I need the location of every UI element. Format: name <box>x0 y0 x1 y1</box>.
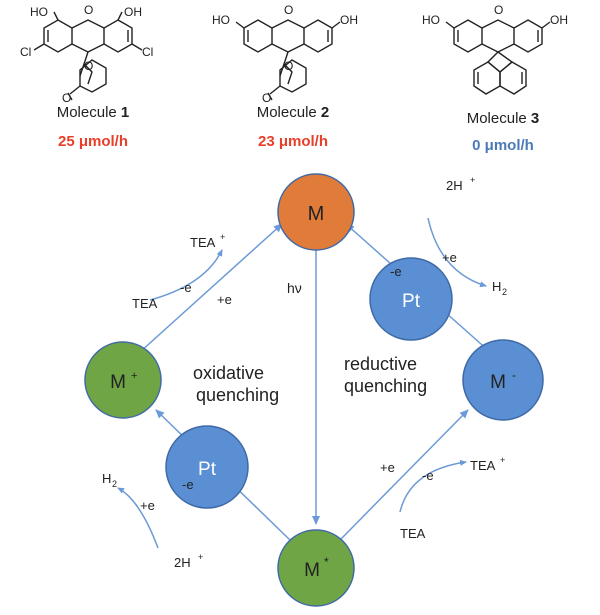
hv-label: hν <box>287 280 302 296</box>
minus-e-bottom-left: -e <box>182 477 194 492</box>
node-m-star-label: M <box>304 560 320 581</box>
arrow-tea-oxidation-right <box>399 459 467 513</box>
tea-plus-top-left: TEA <box>190 235 216 250</box>
mol1-ho: HO <box>30 5 48 19</box>
minus-e-top-left: -e <box>180 280 192 295</box>
minus-e-top-right: -e <box>390 264 402 279</box>
arrow-tea-oxidation-left <box>149 249 223 301</box>
node-pt-right: Pt <box>369 257 453 341</box>
mol1-oh: OH <box>124 5 142 19</box>
tea-plus-bottom-right: TEA <box>470 458 496 473</box>
plus-e-top-right: +e <box>442 250 457 265</box>
molecule-1-caption: Molecule 1 <box>13 104 173 121</box>
molecule-2-word: Molecule <box>256 104 317 121</box>
h2-top-right: H <box>492 279 501 294</box>
mol1-cl-right: Cl <box>142 45 153 59</box>
oxidative-label-1: oxidative <box>193 363 264 383</box>
molecule-3-caption: Molecule 3 <box>423 110 583 127</box>
mol3-ho: HO <box>422 13 440 27</box>
node-m-plus: M + <box>84 341 162 419</box>
mol2-carbonyl-o: O <box>262 91 271 105</box>
molecule-1-rate: 25 μmol/h <box>57 133 129 150</box>
node-pt-left-label: Pt <box>198 459 217 480</box>
molecule-1-number: 1 <box>120 104 130 121</box>
mol2-oh: OH <box>340 13 358 27</box>
molecule-3-word: Molecule <box>466 110 527 127</box>
node-m-minus-sup: - <box>512 368 516 382</box>
molecule-2-structure <box>235 19 341 101</box>
node-m-star: M * <box>277 529 355 607</box>
mol1-ring-o: O <box>84 59 93 73</box>
arrow-mplus-to-m <box>139 223 283 353</box>
plus-e-top-left: +e <box>217 292 232 307</box>
reductive-label-1: reductive <box>344 354 417 374</box>
mol2-ring-o: O <box>284 59 293 73</box>
molecule-2-caption: Molecule 2 <box>213 104 373 121</box>
node-m-plus-label: M <box>110 372 126 393</box>
node-m-minus-label: M <box>490 372 506 393</box>
mol3-bridge-o: O <box>494 3 503 17</box>
molecule-2-number: 2 <box>320 104 330 121</box>
tea-bottom-right: TEA <box>400 526 426 541</box>
reductive-label-2: quenching <box>344 376 427 396</box>
plus-e-bottom-right: +e <box>380 460 395 475</box>
mol1-cl-left: Cl <box>20 45 31 59</box>
molecule-1-structure <box>33 11 143 101</box>
two-h-plus-bottom-left: 2H <box>174 555 191 570</box>
molecule-3-rate: 0 μmol/h <box>472 137 534 154</box>
molecule-3-structure <box>445 19 551 95</box>
tea-plus-bottom-right-sup: + <box>500 455 505 465</box>
oxidative-label-2: quenching <box>196 385 279 405</box>
two-h-plus-top-right-sup: + <box>470 175 475 185</box>
node-m-label: M <box>308 203 325 225</box>
node-m-minus: M - <box>462 339 544 421</box>
mol3-oh: OH <box>550 13 568 27</box>
mol2-bridge-o: O <box>284 3 293 17</box>
arrow-h2-evolution-left <box>117 487 159 549</box>
two-h-plus-top-right: 2H <box>446 178 463 193</box>
molecule-2-rate: 23 μmol/h <box>257 133 329 150</box>
node-m: M <box>277 173 355 251</box>
molecule-1-word: Molecule <box>56 104 117 121</box>
h2-top-right-sub: 2 <box>502 287 507 297</box>
h2-bottom-left-sub: 2 <box>112 479 117 489</box>
arrow-h2-evolution-right <box>427 217 487 288</box>
tea-top-left: TEA <box>132 296 158 311</box>
two-h-plus-bottom-left-sup: + <box>198 552 203 562</box>
plus-e-bottom-left: +e <box>140 498 155 513</box>
arrow-mstar-to-mminus <box>339 409 469 541</box>
node-m-star-sup: * <box>324 555 329 569</box>
node-pt-left: Pt <box>165 425 249 509</box>
node-pt-right-label: Pt <box>402 291 421 312</box>
mol1-carbonyl-o: O <box>62 91 71 105</box>
tea-plus-top-left-sup: + <box>220 232 225 242</box>
minus-e-bottom-right: -e <box>422 468 434 483</box>
mol2-ho: HO <box>212 13 230 27</box>
h2-bottom-left: H <box>102 471 111 486</box>
node-m-plus-sup: + <box>131 370 137 382</box>
mol1-bridge-o: O <box>84 3 93 17</box>
molecule-3-number: 3 <box>530 110 540 127</box>
